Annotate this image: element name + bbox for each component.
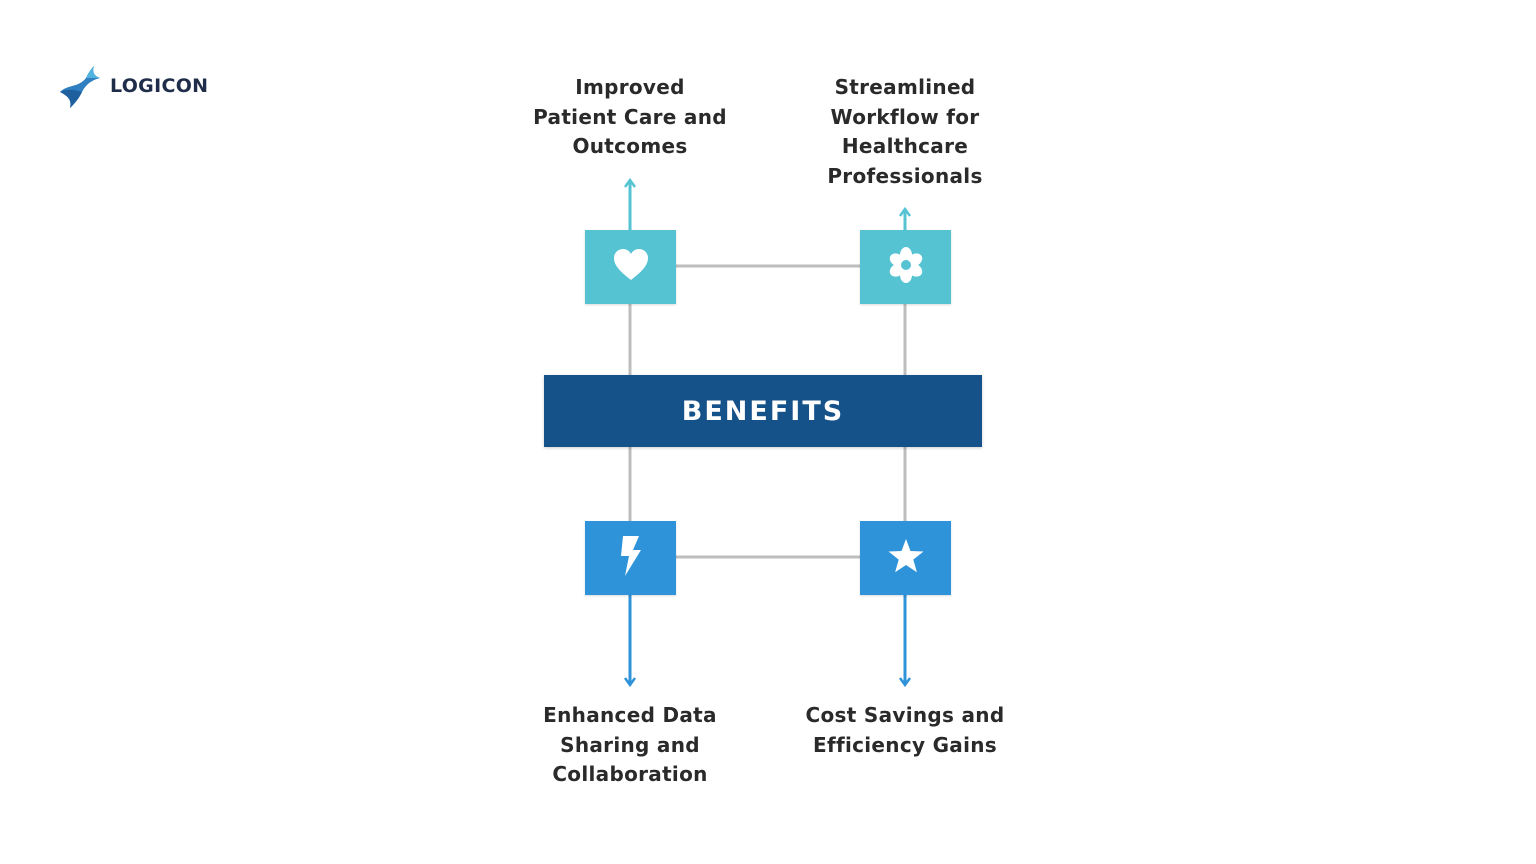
benefits-title-bar: BENEFITS	[544, 375, 982, 447]
arrow-up-right	[898, 206, 912, 230]
star-icon	[887, 538, 925, 578]
arrow-down-left	[623, 594, 637, 688]
benefit-label-cost-savings: Cost Savings and Efficiency Gains	[805, 703, 1005, 757]
flower-icon	[887, 246, 925, 288]
arrow-up-left	[623, 177, 637, 230]
heart-icon	[613, 248, 649, 286]
benefit-tile-patient-care	[585, 230, 676, 304]
lightning-icon	[619, 536, 643, 580]
benefits-title: BENEFITS	[681, 395, 845, 427]
benefit-tile-data-sharing	[585, 521, 676, 595]
benefit-tile-workflow	[860, 230, 951, 304]
logo: LOGICON	[56, 62, 208, 110]
benefit-label-data-sharing: Enhanced Data Sharing and Collaboration	[543, 703, 717, 786]
benefit-tile-cost-savings	[860, 521, 951, 595]
benefit-label-workflow: Streamlined Workflow for Healthcare Prof…	[827, 75, 983, 188]
arrow-down-right	[898, 594, 912, 688]
logo-text: LOGICON	[110, 75, 209, 97]
logicon-logo-icon	[56, 62, 102, 110]
benefit-label-patient-care: Improved Patient Care and Outcomes	[533, 75, 727, 158]
